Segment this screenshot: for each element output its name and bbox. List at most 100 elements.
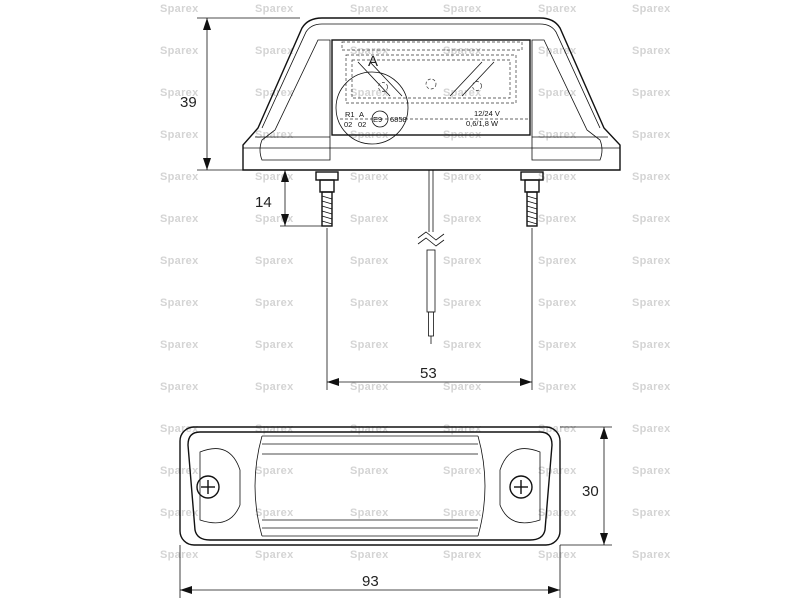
lens-window bbox=[345, 54, 517, 104]
watermark-text: Sparex bbox=[350, 381, 389, 393]
dim-53: 53 bbox=[326, 228, 533, 390]
watermark-text: Sparex bbox=[350, 213, 389, 225]
dim-93-label: 93 bbox=[362, 573, 379, 590]
plate-voltage: 12/24 V bbox=[474, 109, 500, 118]
watermark-text: Sparex bbox=[443, 507, 482, 519]
watermark-text: Sparex bbox=[255, 423, 294, 435]
watermark-text: Sparex bbox=[632, 507, 671, 519]
dim-53-label: 53 bbox=[420, 365, 437, 382]
watermark-text: Sparex bbox=[350, 465, 389, 477]
top-inner-outline bbox=[187, 431, 553, 541]
watermark-text: Sparex bbox=[160, 549, 199, 561]
approval-circle-text: E9 bbox=[373, 115, 382, 124]
watermark-text: Sparex bbox=[255, 507, 294, 519]
watermark-text: Sparex bbox=[255, 297, 294, 309]
watermark-text: Sparex bbox=[538, 171, 577, 183]
watermark-text: Sparex bbox=[632, 423, 671, 435]
side-view: A R1 A 02 02 E9 6858 12/24 V 0,6/1,8 W bbox=[180, 17, 621, 390]
watermark-text: Sparex bbox=[160, 381, 199, 393]
watermark-text: Sparex bbox=[632, 171, 671, 183]
watermark-text: Sparex bbox=[160, 255, 199, 267]
dim-14-label: 14 bbox=[255, 194, 272, 211]
watermark-text: Sparex bbox=[538, 3, 577, 15]
watermark-text: Sparex bbox=[443, 171, 482, 183]
detail-circle bbox=[335, 71, 409, 145]
watermark-text: Sparex bbox=[538, 423, 577, 435]
watermark-text: Sparex bbox=[160, 3, 199, 15]
watermark-text: Sparex bbox=[632, 549, 671, 561]
watermark-text: Sparex bbox=[632, 297, 671, 309]
watermark-text: Sparex bbox=[350, 297, 389, 309]
watermark-text: Sparex bbox=[443, 45, 482, 57]
watermark-text: Sparex bbox=[350, 255, 389, 267]
watermark-text: Sparex bbox=[443, 381, 482, 393]
watermark-text: Sparex bbox=[632, 45, 671, 57]
watermark-text: Sparex bbox=[538, 213, 577, 225]
lens-top-strip bbox=[341, 41, 523, 51]
watermark-text: Sparex bbox=[255, 381, 294, 393]
watermark-text: Sparex bbox=[160, 297, 199, 309]
stud-right bbox=[520, 171, 544, 227]
watermark-text: Sparex bbox=[160, 339, 199, 351]
watermark-text: Sparex bbox=[255, 339, 294, 351]
watermark-text: Sparex bbox=[538, 507, 577, 519]
watermark-text: Sparex bbox=[255, 45, 294, 57]
housing-arch-left bbox=[259, 39, 331, 161]
approval-circle bbox=[371, 110, 389, 128]
lens-dot-left bbox=[378, 82, 388, 92]
watermark-text: Sparex bbox=[443, 549, 482, 561]
watermark-text: Sparex bbox=[538, 129, 577, 141]
lens-frame bbox=[331, 39, 531, 136]
watermark-text: Sparex bbox=[632, 339, 671, 351]
top-outer bbox=[179, 426, 561, 546]
watermark-text: Sparex bbox=[160, 213, 199, 225]
watermark-text: Sparex bbox=[538, 381, 577, 393]
plate-wattage: 0,6/1,8 W bbox=[466, 119, 499, 128]
screw-right-icon bbox=[509, 475, 533, 499]
lens-window-inner bbox=[351, 59, 511, 99]
marker-a: A bbox=[368, 53, 378, 70]
watermark-text: Sparex bbox=[443, 213, 482, 225]
dim-30: 30 bbox=[560, 426, 612, 546]
housing-arch-right bbox=[531, 39, 603, 161]
watermark-text: Sparex bbox=[160, 87, 199, 99]
watermark-text: Sparex bbox=[443, 297, 482, 309]
watermark-text: Sparex bbox=[350, 549, 389, 561]
screw-left-icon bbox=[196, 475, 220, 499]
plate-r1: R1 bbox=[345, 110, 355, 119]
watermark-text: Sparex bbox=[255, 87, 294, 99]
cable bbox=[417, 170, 445, 344]
watermark-text: Sparex bbox=[350, 507, 389, 519]
housing-inner-line bbox=[261, 23, 601, 129]
watermark-text: Sparex bbox=[255, 549, 294, 561]
watermark-text: Sparex bbox=[255, 3, 294, 15]
watermark-text: Sparex bbox=[632, 465, 671, 477]
watermark-text: Sparex bbox=[538, 255, 577, 267]
watermark-text: Sparex bbox=[350, 3, 389, 15]
approval-number: 6858 bbox=[390, 115, 407, 124]
watermark-text: Sparex bbox=[443, 465, 482, 477]
watermark-text: Sparex bbox=[538, 549, 577, 561]
watermark-text: Sparex bbox=[443, 423, 482, 435]
watermark-text: Sparex bbox=[443, 3, 482, 15]
mount-boss-right bbox=[499, 448, 541, 524]
dim-39-label: 39 bbox=[180, 94, 197, 111]
watermark-text: Sparex bbox=[160, 423, 199, 435]
watermark-text: Sparex bbox=[632, 87, 671, 99]
housing-outline bbox=[242, 17, 621, 171]
watermark-text: Sparex bbox=[538, 465, 577, 477]
watermark-text: Sparex bbox=[632, 213, 671, 225]
top-view: 30 93 bbox=[179, 426, 612, 598]
watermark-text: Sparex bbox=[538, 297, 577, 309]
dim-14: 14 bbox=[255, 170, 322, 227]
watermark-text: Sparex bbox=[350, 45, 389, 57]
watermark-text: Sparex bbox=[443, 339, 482, 351]
watermark-text: Sparex bbox=[538, 339, 577, 351]
watermark-text: Sparex bbox=[632, 3, 671, 15]
top-curve-left bbox=[254, 435, 263, 537]
watermark-text: Sparex bbox=[255, 255, 294, 267]
watermark-text: Sparex bbox=[632, 255, 671, 267]
lens-dot-right bbox=[472, 81, 482, 91]
